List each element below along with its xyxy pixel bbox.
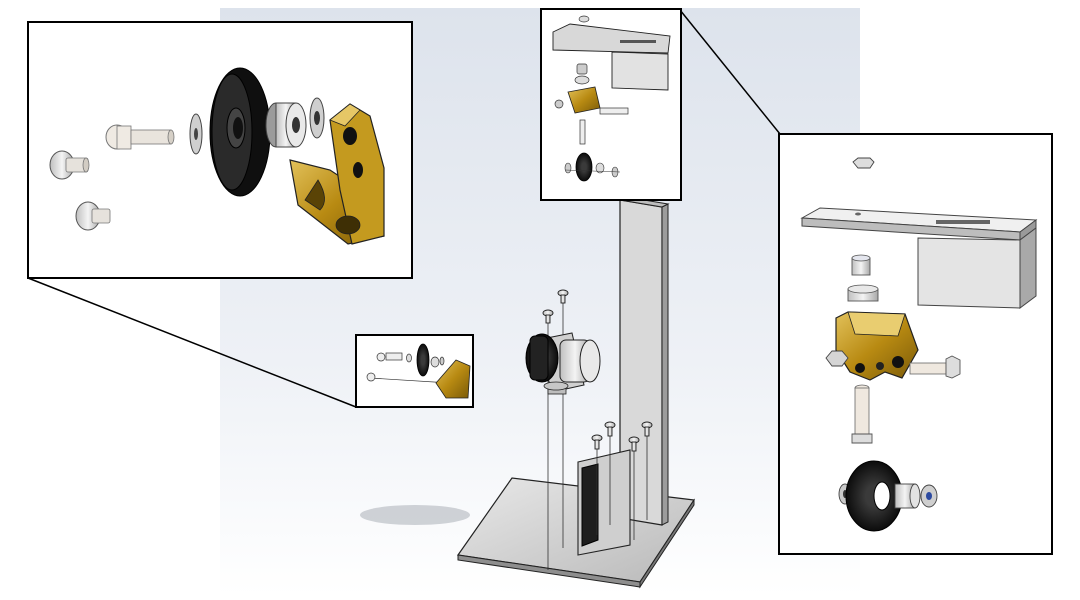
pulley-wheel — [209, 67, 271, 197]
callout-line-right — [679, 9, 781, 135]
screw-top-1 — [557, 289, 569, 304]
callout-line-left — [27, 277, 357, 408]
base-plate-side — [639, 498, 695, 589]
angle-bracket-pad — [581, 463, 599, 547]
left-callout — [27, 21, 474, 408]
screw-head-lower — [75, 201, 111, 231]
pulley-detail-parts — [49, 67, 385, 245]
vertical-column-side — [661, 203, 669, 526]
hex-nut-top — [852, 157, 875, 169]
hex-nut-side — [825, 350, 849, 367]
spacer — [265, 102, 307, 148]
wheel-stack — [838, 460, 938, 532]
bracket-detail-parts — [800, 157, 1038, 532]
hex-bolt-vertical — [851, 384, 873, 444]
small-callout-parts — [366, 343, 471, 399]
top-callout-parts — [552, 15, 671, 182]
screw-head-left — [49, 150, 90, 180]
screw-mid-2 — [591, 434, 603, 450]
brass-yoke — [835, 311, 919, 381]
right-callout — [540, 8, 1053, 555]
bushing-small — [851, 254, 871, 276]
hex-bolt-horizontal — [909, 355, 961, 379]
bracket-leg — [917, 237, 1021, 309]
bushing-wide — [847, 284, 879, 302]
shoulder-bolt — [105, 124, 175, 150]
screw-top-2 — [542, 309, 554, 324]
screw-mid-3 — [628, 436, 640, 452]
brass-bracket — [289, 103, 385, 245]
main-screws — [542, 289, 653, 452]
top-plate — [800, 207, 1038, 241]
screw-mid-1 — [604, 421, 616, 437]
screw-mid-4 — [641, 421, 653, 437]
ground-shadow — [360, 505, 470, 525]
encoder-motor — [525, 332, 601, 395]
main-assembly — [456, 196, 696, 589]
